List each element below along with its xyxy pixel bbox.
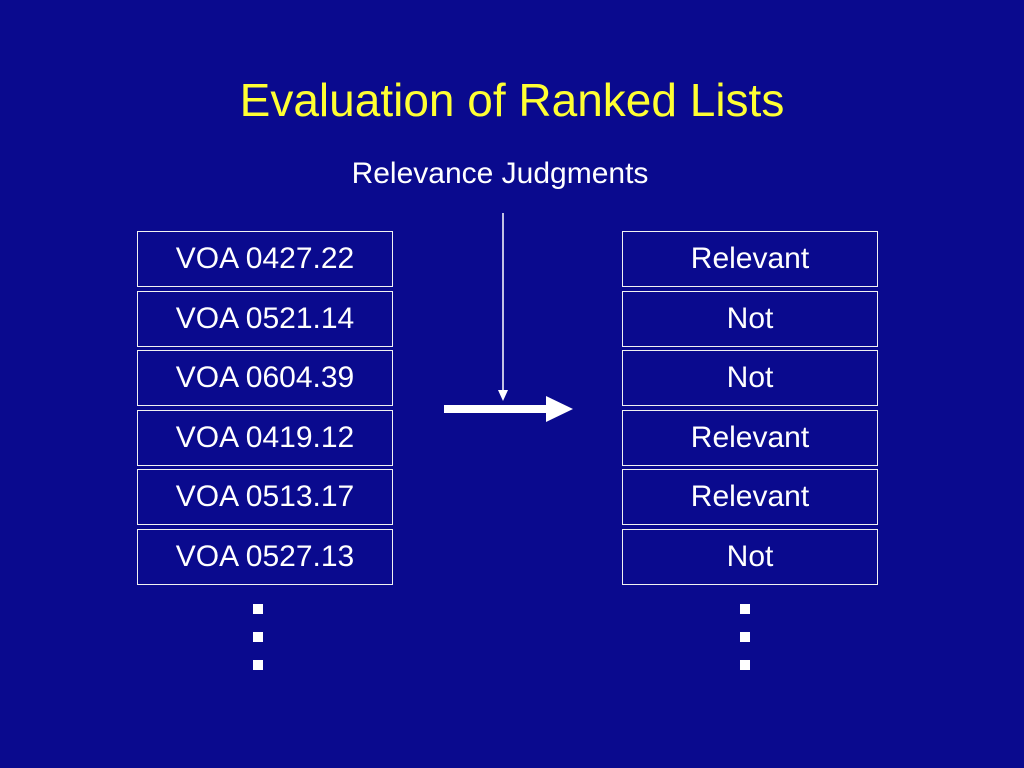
ellipsis-dot <box>253 632 263 642</box>
judgment-item: Relevant <box>622 469 878 525</box>
judgment-down-arrow <box>498 213 508 401</box>
judgment-item: Relevant <box>622 231 878 287</box>
ranked-list-item: VOA 0604.39 <box>137 350 393 406</box>
slide-title: Evaluation of Ranked Lists <box>239 74 785 126</box>
judgment-list: Relevant Not Not Relevant Relevant Not <box>622 231 878 588</box>
right-arrow <box>444 396 573 422</box>
right-ellipsis <box>740 604 752 688</box>
judgment-item: Not <box>622 350 878 406</box>
ellipsis-dot <box>253 604 263 614</box>
ranked-list-item: VOA 0513.17 <box>137 469 393 525</box>
judgment-item: Not <box>622 290 878 347</box>
ellipsis-dot <box>740 632 750 642</box>
ellipsis-dot <box>740 660 750 670</box>
judgment-item: Not <box>622 528 878 585</box>
ranked-list-item: VOA 0419.12 <box>137 409 393 466</box>
ellipsis-dot <box>253 660 263 670</box>
ranked-list-item: VOA 0527.13 <box>137 528 393 585</box>
ranked-list-item: VOA 0521.14 <box>137 290 393 347</box>
ellipsis-dot <box>740 604 750 614</box>
ranked-list: VOA 0427.22 VOA 0521.14 VOA 0604.39 VOA … <box>137 231 393 588</box>
judgment-item: Relevant <box>622 409 878 466</box>
left-ellipsis <box>253 604 265 688</box>
relevance-judgments-label: Relevance Judgments <box>351 157 649 190</box>
ranked-list-item: VOA 0427.22 <box>137 231 393 287</box>
